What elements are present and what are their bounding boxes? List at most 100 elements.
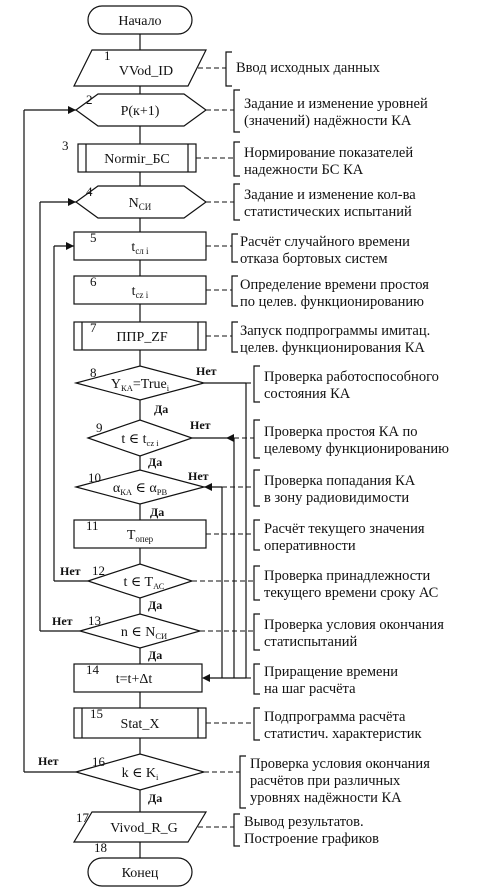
- no-label: Нет: [196, 364, 217, 378]
- comment-line: Определение времени простоя: [240, 277, 429, 293]
- comment-c2: Задание и изменение уровней(значений) на…: [244, 96, 428, 129]
- block-5-process: 5 tсл i: [73, 230, 207, 261]
- block-2-decision: 2 P(к+1): [74, 92, 208, 127]
- comment-c17: Вывод результатов.Построение графиков: [244, 814, 379, 847]
- block-label: T: [127, 528, 136, 543]
- svg-text:YКА=Truei: YКА=Truei: [111, 377, 170, 393]
- comment-line: надежности БС КА: [244, 162, 364, 178]
- block-3-process: 3 Normir_БС: [62, 138, 197, 173]
- comment-line: Приращение времени: [264, 664, 398, 680]
- block-number: 8: [90, 365, 97, 380]
- block-15-subprocess: 15 Stat_X: [73, 706, 207, 739]
- block-subscript-2: i: [167, 383, 170, 393]
- block-14-process: 14 t=t+Δt: [73, 662, 203, 693]
- block-number: 2: [86, 92, 93, 107]
- block-18-end: 18 Конец: [87, 840, 193, 887]
- block-subscript-2: РВ: [157, 487, 168, 497]
- block-label: n ∈ N: [121, 625, 155, 640]
- svg-text:n ∈ NСИ: n ∈ NСИ: [121, 625, 167, 641]
- comment-line: состояния КА: [264, 386, 351, 402]
- yes-label: Да: [148, 455, 162, 469]
- comment-line: уровнях надёжности КА: [250, 790, 402, 806]
- block-label: t ∈ T: [124, 575, 154, 590]
- block-16-decision: 16 k ∈ Ki Да Нет: [38, 753, 207, 805]
- block-number: 5: [90, 230, 97, 245]
- comment-line: на шаг расчёта: [264, 681, 356, 697]
- block-label: VVod_ID: [119, 64, 173, 79]
- block-8-decision: 8 YКА=Truei Да Нет: [73, 364, 217, 416]
- no-label: Нет: [60, 564, 81, 578]
- comment-line: Расчёт текущего значения: [264, 521, 425, 537]
- comment-line: статистических испытаний: [244, 204, 412, 220]
- block-17-output: 17 Vivod_R_G: [72, 810, 208, 843]
- svg-text:αКА ∈ αРВ: αКА ∈ αРВ: [113, 481, 168, 497]
- comment-line: Запуск подпрограммы имитац.: [240, 323, 430, 339]
- block-12-decision: 12 t ∈ TАС Да Нет: [60, 563, 194, 612]
- comment-line: текущего времени сроку АС: [264, 585, 438, 601]
- end-label: Конец: [122, 866, 159, 881]
- block-subscript: СИ: [139, 202, 152, 212]
- svg-text:tсл i: tсл i: [131, 240, 149, 256]
- block-subscript: опер: [135, 534, 153, 544]
- comment-line: расчётов при различных: [250, 773, 401, 789]
- yes-label: Да: [154, 402, 168, 416]
- comment-line: (значений) надёжности КА: [244, 113, 412, 129]
- svg-text:NСИ: NСИ: [129, 196, 152, 212]
- block-number: 6: [90, 274, 97, 289]
- comment-line: отказа бортовых систем: [240, 251, 388, 267]
- no-label: Нет: [190, 418, 211, 432]
- comments: Ввод исходных данных Задание и изменение…: [236, 60, 449, 847]
- block-number: 12: [92, 563, 105, 578]
- comment-line: Подпрограмма расчёта: [264, 709, 406, 725]
- block-label: Stat_X: [121, 717, 160, 732]
- comment-line: Проверка простоя КА по: [264, 424, 418, 440]
- block-subscript: i: [156, 772, 159, 782]
- comment-line: Расчёт случайного времени: [240, 234, 410, 250]
- no-label: Нет: [52, 614, 73, 628]
- comment-line: Проверка работоспособного: [264, 369, 439, 385]
- svg-text:t ∈ TАС: t ∈ TАС: [124, 575, 165, 591]
- block-label: P(к+1): [121, 104, 160, 119]
- block-number: 1: [104, 48, 111, 63]
- block-label: α: [113, 481, 121, 496]
- block-subscript: cz i: [136, 290, 149, 300]
- block-number: 14: [86, 662, 100, 677]
- block-subscript: АС: [153, 581, 165, 591]
- block-1-input: 1 VVod_ID: [73, 48, 207, 87]
- block-number: 10: [88, 470, 101, 485]
- block-11-process: 11 Tопер: [73, 518, 207, 549]
- comment-c1: Ввод исходных данных: [236, 60, 381, 76]
- yes-label: Да: [148, 648, 162, 662]
- block-label: t=t+Δt: [116, 672, 153, 687]
- comment-line: Ввод исходных данных: [236, 60, 381, 76]
- block-subscript: СИ: [155, 631, 167, 641]
- block-0-start: Начало: [87, 5, 193, 35]
- svg-text:k ∈ Ki: k ∈ Ki: [122, 766, 159, 782]
- svg-text:t ∈ tcz i: t ∈ tcz i: [121, 432, 159, 448]
- block-label: Normir_БС: [104, 152, 170, 167]
- block-label: t: [131, 240, 135, 255]
- yes-label: Да: [148, 791, 162, 805]
- comment-line: по целев. функционированию: [240, 294, 424, 310]
- yes-label: Да: [150, 505, 164, 519]
- block-number: 18: [94, 840, 107, 855]
- start-label: Начало: [118, 14, 161, 29]
- comment-line: оперативности: [264, 538, 356, 554]
- comment-line: Проверка условия окончания: [264, 617, 444, 633]
- block-label: k ∈ K: [122, 766, 156, 781]
- block-subscript: сл i: [135, 246, 149, 256]
- comment-line: целев. функционирования КА: [240, 340, 425, 356]
- comment-line: статистич. характеристик: [264, 726, 423, 742]
